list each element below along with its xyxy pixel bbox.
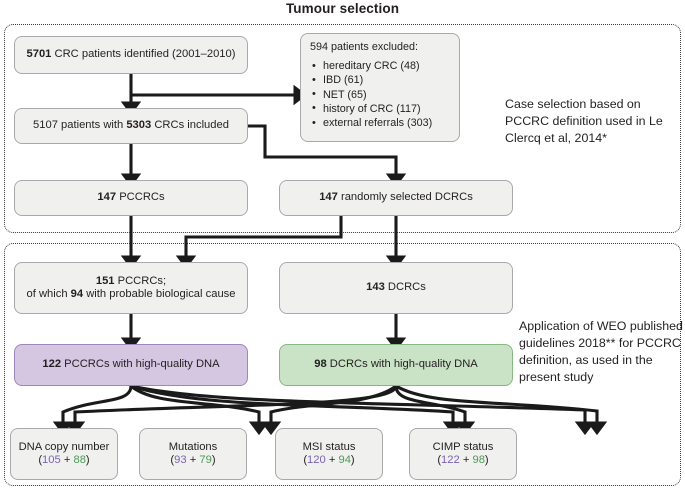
node-dcrc-143-count: 143: [366, 281, 385, 294]
list-item: hereditary CRC (48): [312, 60, 450, 73]
assay-count-pccrc: 120: [307, 454, 326, 466]
node-pccrc-147-text: PCCRCs: [116, 191, 165, 204]
node-pccrc-151[interactable]: 151 PCCRCs; of which 94 with probable bi…: [14, 262, 248, 314]
assay-count-pccrc: 93: [174, 454, 187, 466]
node-pccrc-151-sub-pre: of which: [26, 288, 71, 300]
list-item: NET (65): [312, 88, 450, 102]
node-pccrc-high-quality-dna[interactable]: 122 PCCRCs with high-quality DNA: [14, 344, 248, 386]
list-item: history of CRC (117): [312, 102, 450, 116]
assay-count-pccrc: 122: [441, 454, 460, 466]
node-assay-cimp-status[interactable]: CIMP status (122 + 98): [409, 428, 517, 480]
node-included-post: CRCs included: [151, 119, 229, 132]
node-pccrc-hq-count: 122: [42, 358, 62, 371]
node-assay-dna-copy-number[interactable]: DNA copy number (105 + 88): [10, 428, 118, 480]
assay-counts: (120 + 94): [303, 454, 355, 466]
node-dcrc-147-text: randomly selected DCRCs: [337, 191, 473, 204]
node-dcrc-143[interactable]: 143 DCRCs: [279, 262, 513, 314]
note-weo-application: Application of WEO published guidelines …: [519, 318, 683, 386]
assay-label: CIMP status: [432, 440, 494, 453]
assay-count-dcrc: 79: [199, 454, 212, 466]
assay-label: Mutations: [168, 440, 218, 453]
node-dcrc-143-text: DCRCs: [384, 281, 426, 294]
node-included[interactable]: 5107 patients with 5303 CRCs included: [14, 108, 248, 144]
note-weo-application-text: Application of WEO published guidelines …: [519, 319, 683, 384]
assay-count-dcrc: 88: [73, 454, 86, 466]
node-pccrc-151-text: PCCRCs;: [114, 274, 167, 287]
node-pccrc-151-count: 151: [95, 274, 115, 287]
node-excluded-heading: 594 patients excluded:: [310, 41, 419, 53]
list-item: external referrals (303): [312, 117, 450, 130]
node-cohort-count: 5701: [26, 48, 52, 61]
note-case-selection: Case selection based on PCCRC definition…: [505, 96, 677, 147]
node-dcrc-147-count: 147: [319, 191, 338, 204]
assay-label: MSI status: [302, 440, 356, 453]
assay-count-dcrc: 94: [338, 454, 351, 466]
node-pccrc-hq-text: PCCRCs with high-quality DNA: [61, 358, 220, 371]
node-pccrc-147[interactable]: 147 PCCRCs: [14, 180, 248, 216]
node-cohort[interactable]: 5701 CRC patients identified (2001–2010): [14, 36, 248, 74]
assay-counts: (105 + 88): [38, 454, 90, 466]
node-pccrc-151-sub-post: with probable biological cause: [83, 288, 236, 300]
node-dcrc-hq-text: DCRCs with high-quality DNA: [326, 358, 478, 371]
node-assay-msi-status[interactable]: MSI status (120 + 94): [275, 428, 383, 480]
node-dcrc-hq-count: 98: [314, 358, 327, 371]
node-excluded[interactable]: 594 patients excluded: hereditary CRC (4…: [300, 33, 460, 142]
node-pccrc-147-count: 147: [97, 191, 117, 204]
node-dcrc-high-quality-dna[interactable]: 98 DCRCs with high-quality DNA: [279, 344, 513, 386]
assay-counts: (122 + 98): [437, 454, 489, 466]
page-title: Tumour selection: [285, 1, 400, 16]
assay-counts: (93 + 79): [170, 454, 216, 466]
node-cohort-text: CRC patients identified (2001–2010): [51, 48, 236, 61]
assay-count-pccrc: 105: [42, 454, 61, 466]
excluded-list: hereditary CRC (48) IBD (61) NET (65) hi…: [310, 60, 450, 130]
assay-count-dcrc: 98: [472, 454, 485, 466]
node-pccrc-151-sub-count: 94: [70, 288, 84, 300]
node-dcrc-147[interactable]: 147 randomly selected DCRCs: [279, 180, 513, 216]
node-included-pre: 5107 patients with: [33, 119, 127, 132]
node-assay-mutations[interactable]: Mutations (93 + 79): [139, 428, 247, 480]
note-case-selection-text: Case selection based on PCCRC definition…: [505, 97, 663, 145]
node-included-count: 5303: [126, 119, 152, 132]
assay-label: DNA copy number: [18, 440, 110, 453]
list-item: IBD (61): [312, 74, 450, 87]
